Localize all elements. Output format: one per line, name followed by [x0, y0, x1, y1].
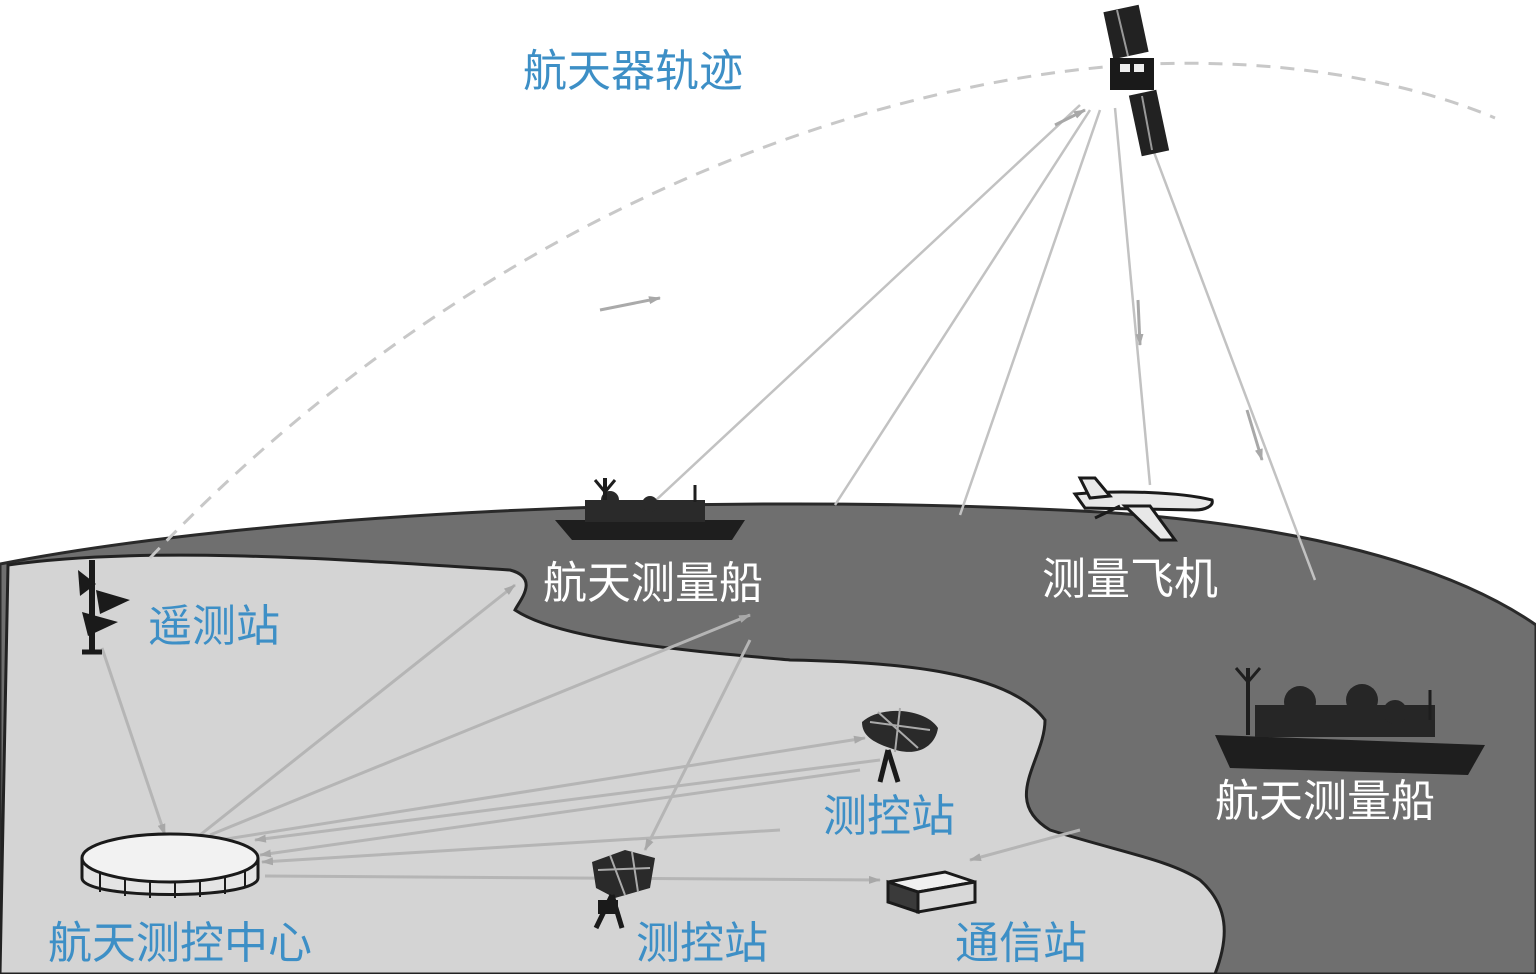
trajectory-arrow — [599, 296, 661, 312]
comm-station-icon — [886, 870, 977, 915]
satellite-icon — [1103, 4, 1170, 157]
tracking-ship-right-icon — [1215, 667, 1485, 775]
label-tracking-ship-left: 航天测量船 — [543, 558, 763, 609]
tracking-ship-left-icon — [555, 478, 745, 540]
label-tc-station-right: 测控站 — [823, 791, 955, 842]
label-comm-station: 通信站 — [955, 918, 1087, 969]
tc-station-right-icon — [862, 707, 938, 783]
land-area — [0, 553, 1226, 974]
label-tc-station-bottom: 测控站 — [636, 918, 768, 969]
label-measurement-aircraft: 测量飞机 — [1042, 554, 1218, 605]
telemetry-station-icon — [78, 560, 130, 655]
label-control-center: 航天测控中心 — [48, 918, 312, 969]
space-links — [639, 104, 1317, 581]
ground-links — [100, 583, 1081, 884]
tc-station-bottom-icon — [592, 850, 655, 930]
label-spacecraft-trajectory: 航天器轨迹 — [523, 46, 743, 97]
label-telemetry-station: 遥测站 — [148, 601, 280, 652]
spacecraft-trajectory — [148, 61, 1496, 560]
label-tracking-ship-right: 航天测量船 — [1215, 776, 1435, 827]
aircraft-icon — [1072, 476, 1214, 542]
space-link-arrows — [1054, 108, 1264, 461]
control-center-icon — [80, 832, 260, 898]
